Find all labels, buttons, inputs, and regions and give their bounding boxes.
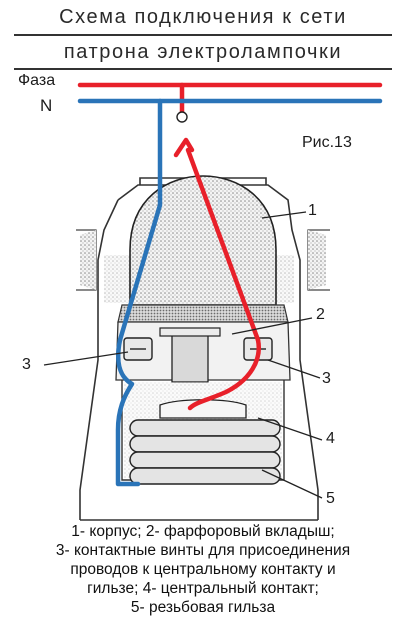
switch-contact: [176, 111, 188, 123]
callout-4: 4: [326, 430, 335, 447]
neutral-wire: [77, 98, 383, 487]
callout-1: 1: [308, 202, 317, 219]
left-side-texture: [80, 230, 96, 290]
diagram-title-line-1: Схема подключения к сети: [59, 6, 347, 28]
callout-5: 5: [326, 490, 335, 507]
caption-line-3: проводов к центральному контакту и: [70, 561, 336, 578]
contact-screw-left: [123, 337, 153, 361]
caption-line-1: 1- корпус; 2- фарфоровый вкладыш;: [71, 523, 335, 540]
porcelain-insert: [129, 175, 277, 306]
phase-wire: [77, 82, 383, 411]
callout-2: 2: [316, 306, 325, 323]
right-side-texture: [308, 230, 326, 290]
phase-wire-label: Фаза: [18, 72, 56, 89]
caption-line-2: 3- контактные винты для присоединения: [55, 542, 351, 559]
caption: 1- корпус; 2- фарфоровый вкладыш; 3- кон…: [0, 522, 406, 617]
callout-3-left: 3: [22, 356, 31, 373]
insert-thread-band: [117, 304, 289, 323]
central-contact: [159, 399, 247, 419]
figure-label: Рис.13: [302, 134, 352, 151]
caption-line-5: 5- резьбовая гильза: [130, 599, 276, 616]
title-underline-2: [14, 68, 392, 70]
caption-line-4: гильзе; 4- центральный контакт;: [87, 580, 319, 597]
title-underline-1: [14, 34, 392, 36]
central-post: [171, 331, 209, 383]
central-post-cap: [159, 327, 221, 337]
neutral-wire-label: N: [40, 96, 53, 115]
callout-leaders: [43, 211, 323, 499]
callout-3-right: 3: [322, 370, 331, 387]
threaded-sleeve: [129, 419, 281, 485]
diagram-title-line-2: патрона электролампочки: [63, 41, 343, 63]
